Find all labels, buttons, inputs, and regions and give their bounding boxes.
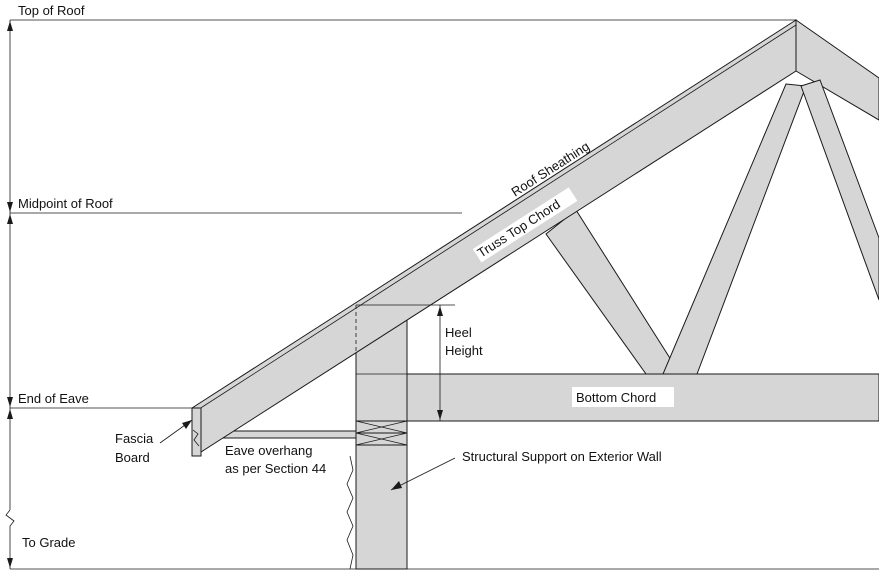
siding-edge <box>346 455 354 570</box>
label-midpoint-of-roof: Midpoint of Roof <box>18 196 113 211</box>
label-fascia-line2: Board <box>115 450 150 465</box>
label-fascia-line1: Fascia <box>115 431 154 446</box>
label-heel-line2: Height <box>445 343 483 358</box>
vertical-dimension <box>5 20 15 569</box>
arrow-up-mid-icon <box>7 214 13 224</box>
fascia-board <box>191 407 202 457</box>
label-to-grade: To Grade <box>22 535 75 550</box>
label-top-of-roof: Top of Roof <box>18 3 85 18</box>
heel-height-dimension <box>356 304 455 421</box>
arrow-down-eave-icon <box>7 397 13 407</box>
label-eave-overhang-line2: as per Section 44 <box>225 461 326 476</box>
arrow-up-top-icon <box>7 21 13 31</box>
bottom-chord-label-box <box>572 387 674 407</box>
label-bottom-chord: Bottom Chord <box>576 390 656 405</box>
support-leader-arrow-icon <box>391 481 402 490</box>
support-leader <box>390 457 456 491</box>
sheathing-line <box>195 24 797 412</box>
label-eave-overhang-line1: Eave overhang <box>225 443 312 458</box>
arrow-down-mid-icon <box>7 202 13 212</box>
web-left <box>545 209 681 375</box>
heel-arrow-down-icon <box>437 410 443 420</box>
label-end-of-eave: End of Eave <box>18 391 89 406</box>
label-structural-support: Structural Support on Exterior Wall <box>462 449 662 464</box>
fascia-leader-arrow-icon <box>182 420 192 429</box>
heel-arrow-up-icon <box>437 306 443 316</box>
web-right <box>800 79 879 301</box>
arrow-down-grade-icon <box>7 558 13 568</box>
top-plates <box>355 420 408 446</box>
arrow-up-eave-icon <box>7 409 13 419</box>
label-heel-line1: Heel <box>445 325 472 340</box>
